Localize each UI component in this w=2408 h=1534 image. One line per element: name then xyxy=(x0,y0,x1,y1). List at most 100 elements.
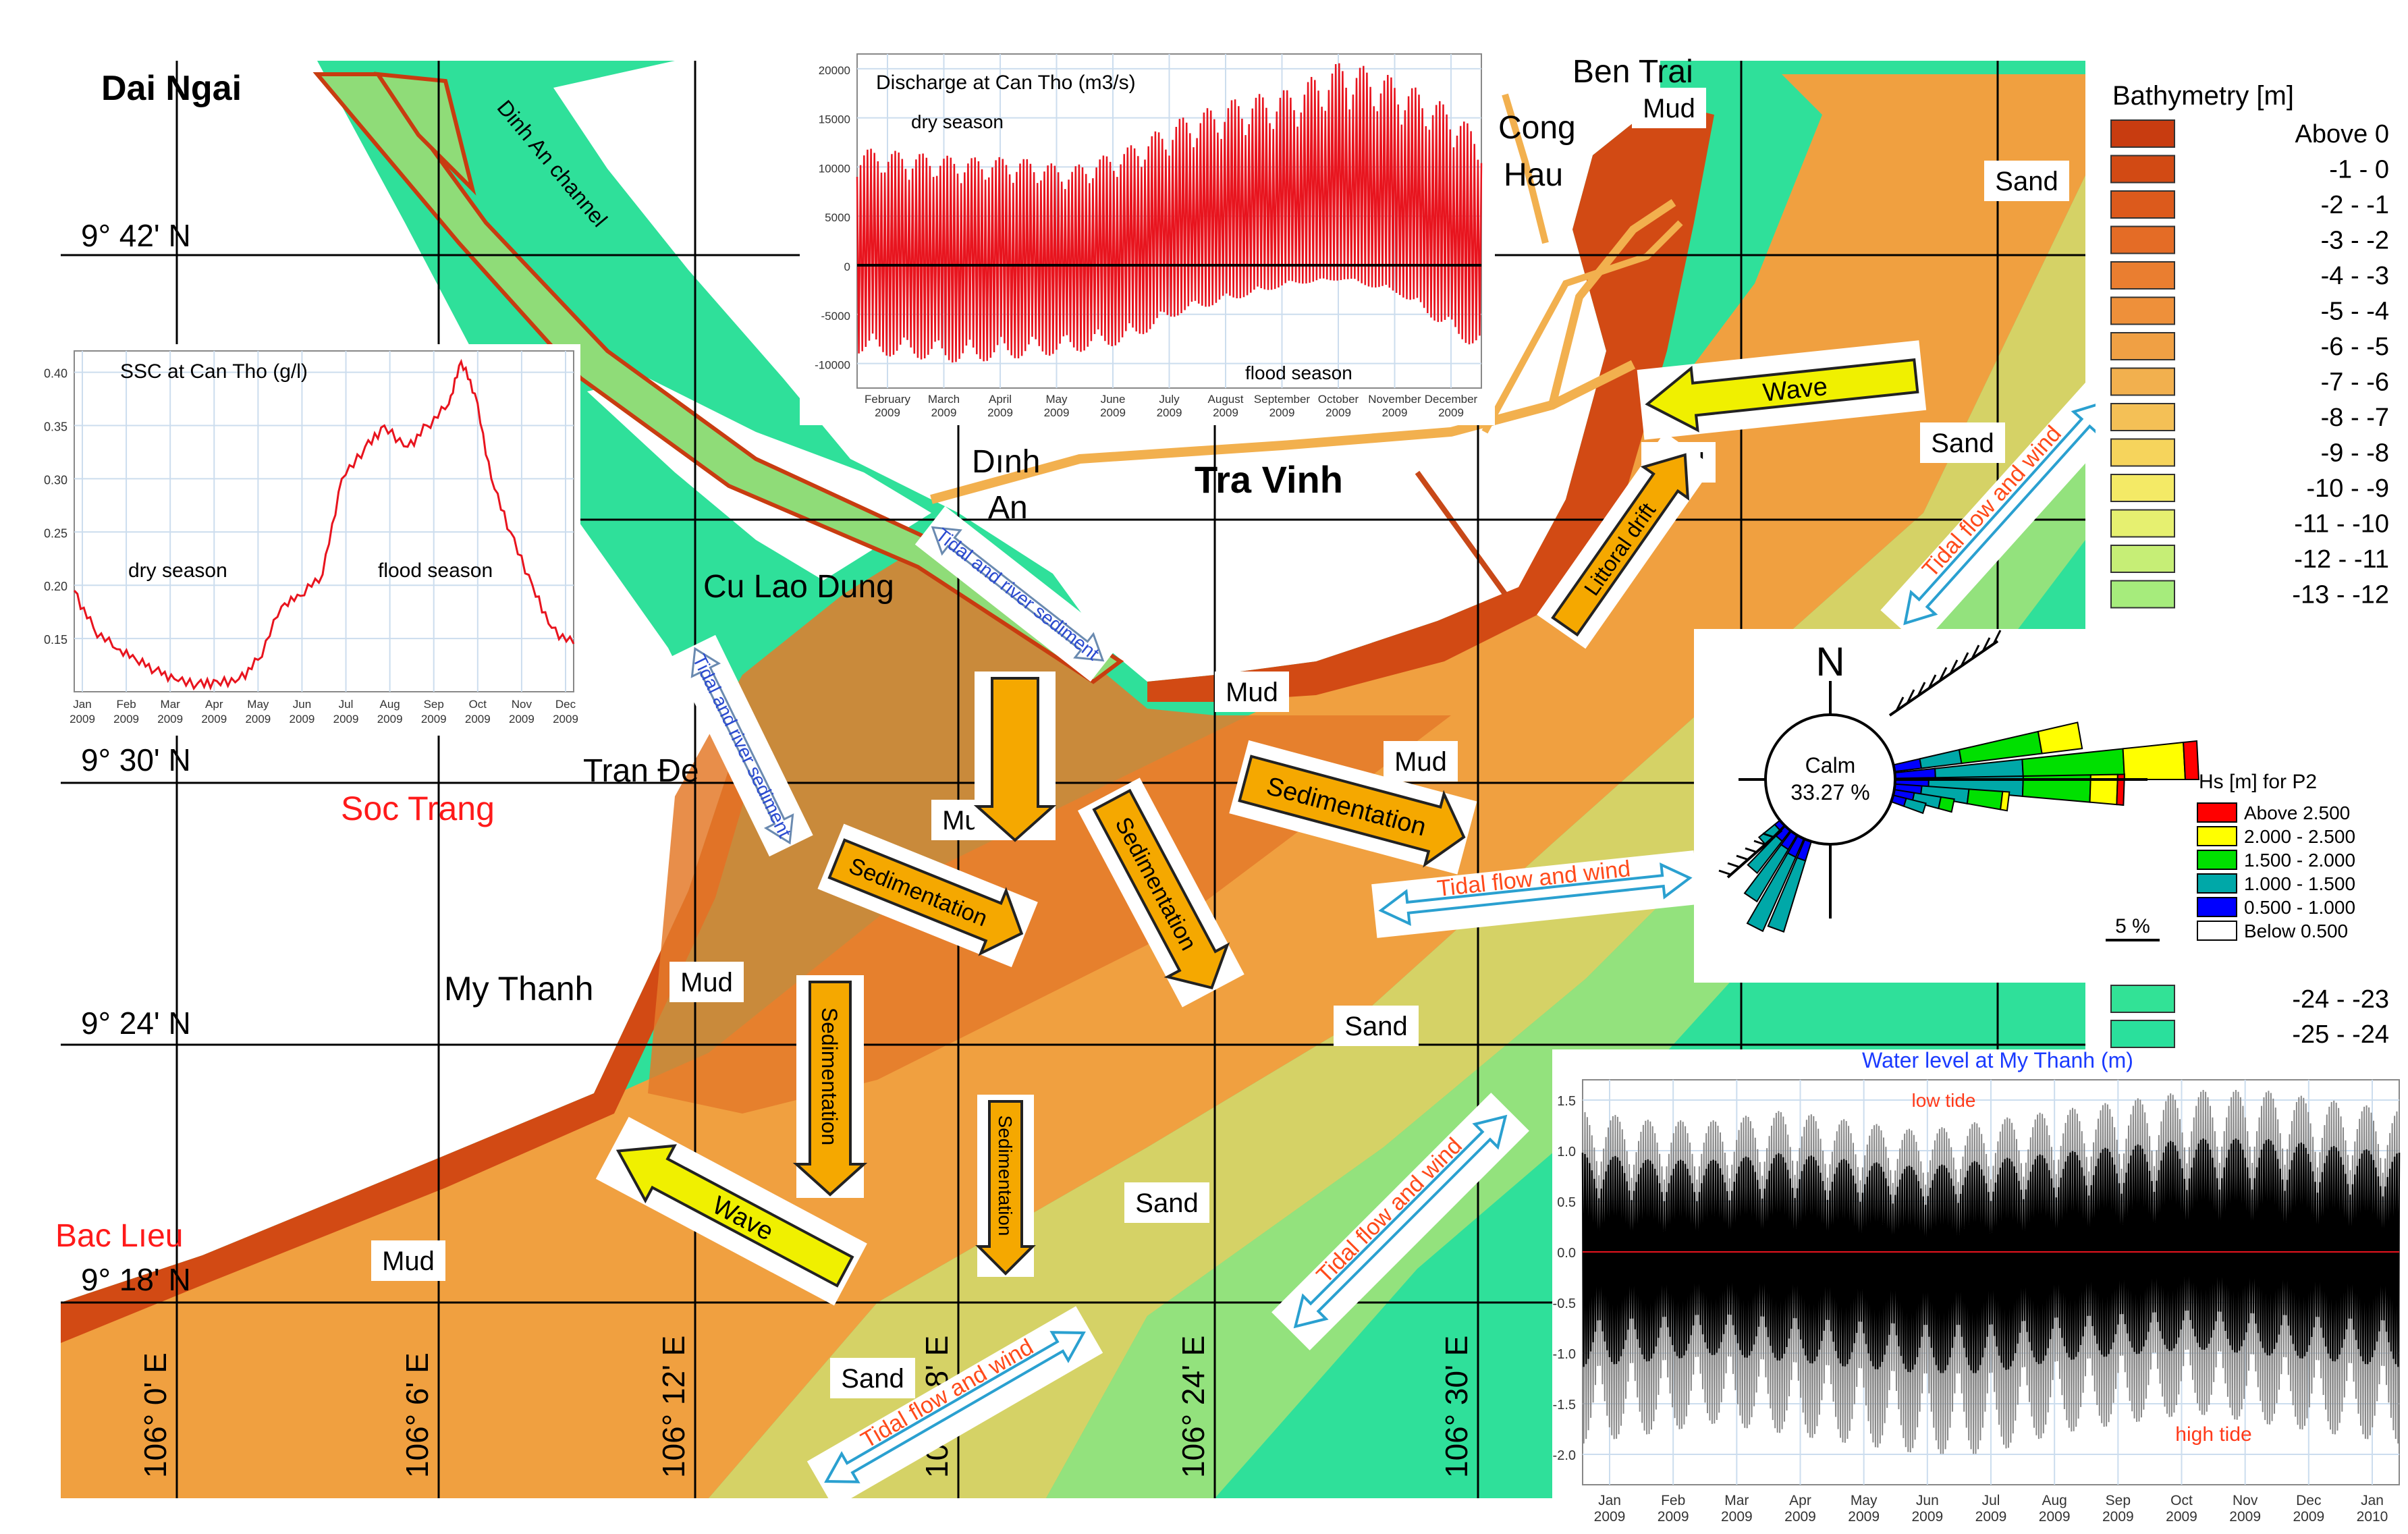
place-dinh-an: An xyxy=(988,490,1028,526)
hs-label: 2.000 - 2.500 xyxy=(2244,826,2355,847)
rose-petal xyxy=(2000,790,2010,812)
legend-label: -5 - -4 xyxy=(2321,298,2389,326)
x-tick-label: April xyxy=(989,393,1012,406)
x-tick-label: 2009 xyxy=(509,713,535,725)
canal xyxy=(1481,220,1683,434)
legend-swatch xyxy=(2110,985,2175,1013)
legend-swatch xyxy=(2110,545,2175,573)
rose-petal xyxy=(1746,852,1797,933)
x-tick-label: February xyxy=(865,393,911,406)
sand-label: Sand xyxy=(1124,1182,1209,1223)
x-tick-label: July xyxy=(1159,393,1180,406)
x-tick-label: Jan xyxy=(2361,1493,2384,1508)
canal xyxy=(1415,470,1508,596)
y-tick-label: -5000 xyxy=(821,310,850,323)
rose-petal xyxy=(2037,721,2083,755)
x-tick-label: 2009 xyxy=(1721,1509,1753,1525)
place-names: Dai Ngai Dinh An channel Ben Trai Cong H… xyxy=(55,54,1693,1254)
legend-label: -7 - -6 xyxy=(2321,368,2389,397)
hs-label: 0.500 - 1.000 xyxy=(2244,897,2355,918)
svg-text:Sand: Sand xyxy=(1995,167,2058,196)
legend-swatch xyxy=(2110,474,2175,502)
place-cong-hau: Hau xyxy=(1504,157,1563,193)
x-tick-label: Nov xyxy=(2233,1493,2258,1508)
sand-label: Sand xyxy=(1920,422,2005,463)
bathymetry-legend: Bathymetry [m] Above 0-1 - 0-2 - -1-3 - … xyxy=(2096,71,2408,1056)
x-tick-label: March xyxy=(928,393,960,406)
rose-petal xyxy=(2183,740,2200,780)
x-tick-label: 2009 xyxy=(1658,1509,1689,1525)
x-tick-label: Sep xyxy=(2106,1493,2131,1508)
x-tick-label: 2009 xyxy=(2166,1509,2197,1525)
x-tick-label: 2009 xyxy=(1438,406,1464,419)
latitude-label: 9° 30' N xyxy=(81,742,191,777)
coast-hatch xyxy=(1762,832,1776,839)
chart-title: Water level at My Thanh (m) xyxy=(1862,1048,2133,1072)
chart-title: SSC at Can Tho (g/l) xyxy=(120,360,308,383)
hs-swatch xyxy=(2197,850,2237,870)
chart-annotation: flood season xyxy=(378,559,493,582)
coast-hatch xyxy=(1745,847,1758,854)
rose-petal xyxy=(2122,741,2187,780)
discharge-series xyxy=(856,63,1483,363)
y-tick-label: 1.0 xyxy=(1557,1145,1576,1159)
y-tick-label: 5000 xyxy=(825,211,850,224)
coast-line xyxy=(1726,829,1783,879)
wave-arrow: Wave xyxy=(595,1116,867,1306)
longitude-label: 106° 0' E xyxy=(138,1352,173,1478)
y-tick-label: -0.5 xyxy=(1553,1296,1576,1311)
x-tick-label: Dec xyxy=(555,698,576,711)
legend-label: Above 0 xyxy=(2295,120,2389,148)
legend-swatch xyxy=(2110,1020,2175,1048)
place-tran-de: Tran Đe xyxy=(583,753,699,789)
coast-hatch xyxy=(1971,645,1980,659)
hs-label: Below 0.500 xyxy=(2244,921,2348,941)
svg-text:Sedimentation: Sedimentation xyxy=(817,1008,842,1146)
hs-swatch xyxy=(2197,921,2237,941)
y-tick-label: -2.0 xyxy=(1553,1448,1576,1463)
x-tick-label: 2009 xyxy=(1213,406,1238,419)
svg-text:Sand: Sand xyxy=(1344,1012,1407,1041)
x-tick-label: 2009 xyxy=(2293,1509,2324,1525)
latitude-label: 9° 18' N xyxy=(81,1262,191,1297)
svg-text:Sand: Sand xyxy=(1135,1188,1198,1218)
legend-swatch xyxy=(2110,438,2175,467)
coast-hatch xyxy=(1960,652,1969,667)
legend-label: -25 - -24 xyxy=(2292,1020,2389,1049)
svg-text:Mud: Mud xyxy=(1226,678,1278,707)
legend-swatch xyxy=(2110,119,2175,148)
sedimentation-arrow: Sedimentation xyxy=(792,975,868,1198)
sedimentation-arrow: Sedimentation xyxy=(1077,777,1244,1008)
hs-legend-title: Hs [m] for P2 xyxy=(2199,771,2317,793)
x-tick-label: 2009 xyxy=(157,713,183,725)
coast-hatch xyxy=(1949,659,1959,674)
svg-text:Mud: Mud xyxy=(382,1247,435,1276)
rose-petal xyxy=(1903,797,1927,815)
calm-label: Calm xyxy=(1805,753,1856,777)
latitude-label: 9° 42' N xyxy=(81,218,191,253)
x-tick-label: Jan xyxy=(1598,1493,1621,1508)
x-tick-label: Jul xyxy=(339,698,354,711)
place-ben-trai: Ben Trai xyxy=(1572,54,1693,90)
x-tick-label: November xyxy=(1368,393,1421,406)
svg-text:Mud: Mud xyxy=(1394,747,1447,777)
svg-text:Sand: Sand xyxy=(1931,429,1994,458)
legend-swatch xyxy=(2110,155,2175,184)
hs-label: 1.000 - 1.500 xyxy=(2244,873,2355,894)
y-tick-label: 0.15 xyxy=(44,633,67,647)
legend-title: Bathymetry [m] xyxy=(2112,81,2294,111)
x-tick-label: June xyxy=(1101,393,1126,406)
x-tick-label: Aug xyxy=(380,698,400,711)
longitude-label: 106° 6' E xyxy=(400,1352,435,1478)
legend-label: -24 - -23 xyxy=(2292,985,2389,1014)
coast-hatch xyxy=(1736,854,1749,861)
x-tick-label: September xyxy=(1254,393,1310,406)
place-dinh-an: Dınh xyxy=(972,444,1040,480)
y-tick-label: 0.30 xyxy=(44,473,67,487)
legend-swatch xyxy=(2110,367,2175,396)
plot-area xyxy=(74,350,574,692)
mud-label: Mud xyxy=(371,1240,445,1281)
place-my-thanh: My Thanh xyxy=(444,970,593,1008)
y-tick-label: 15000 xyxy=(819,113,850,126)
